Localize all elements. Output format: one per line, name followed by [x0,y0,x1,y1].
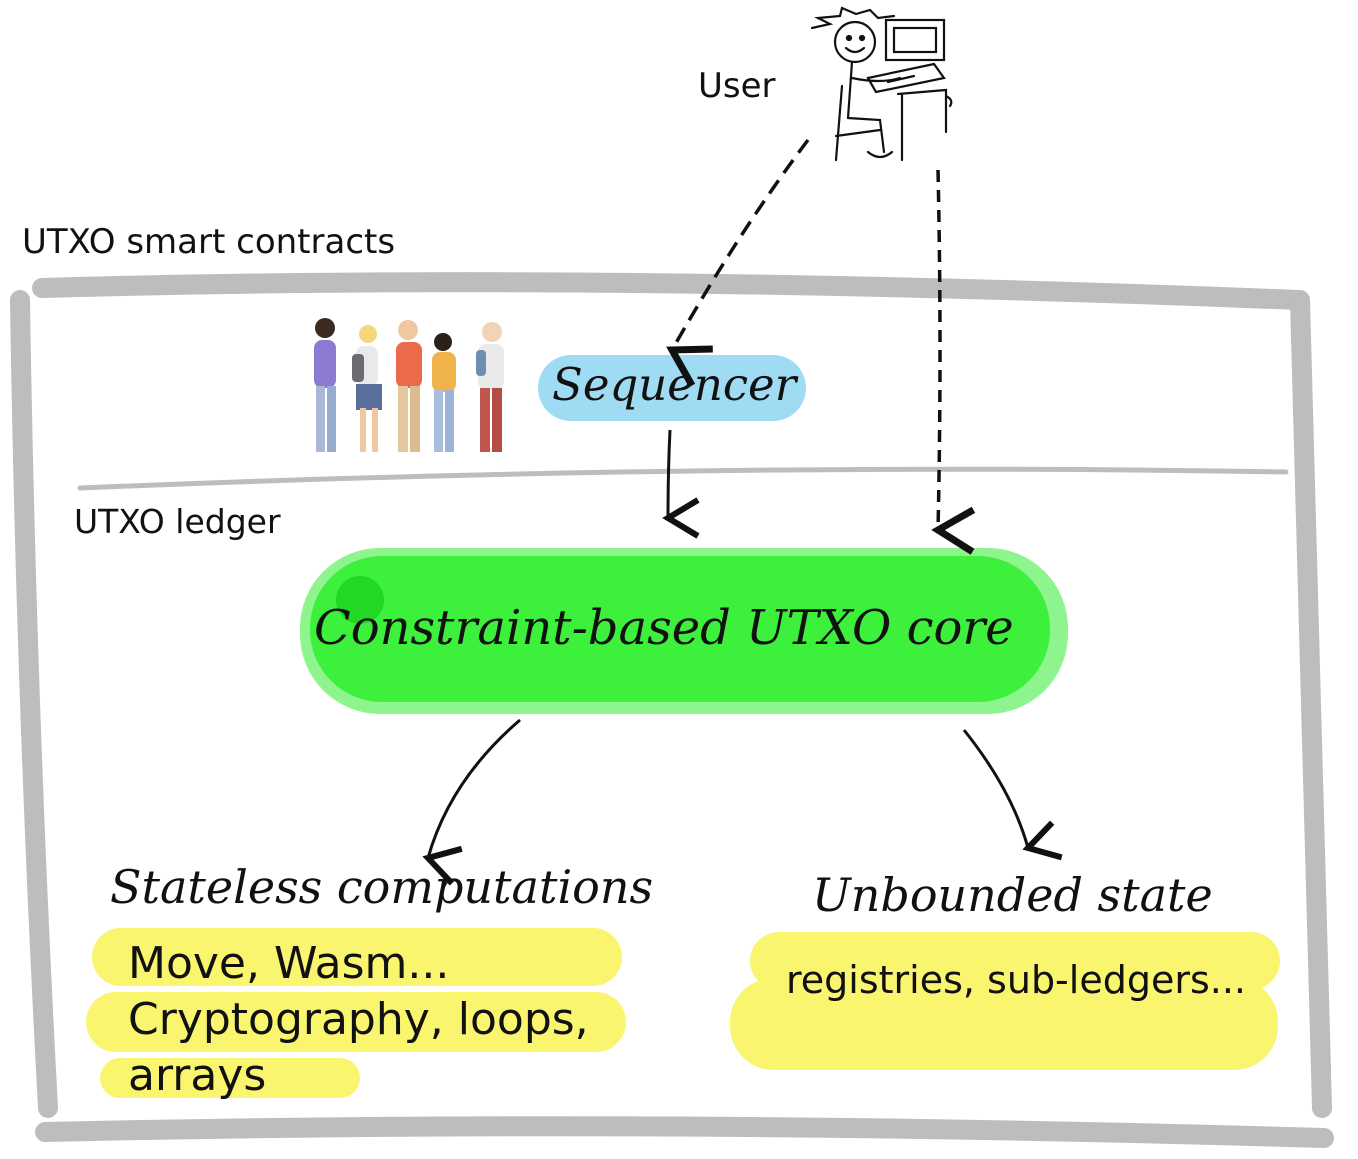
stateless-computations-title: Stateless computations [110,860,654,914]
people-queue-icon [314,318,504,452]
stateless-line-3: arrays [128,1050,267,1101]
sequencer-label: Sequencer [552,358,797,411]
ledger-divider [77,466,1289,491]
unbounded-highlight [730,932,1280,1070]
user-to-core-arrow [931,169,976,555]
sequencer-to-core-arrow [662,429,700,539]
sequencer-highlight [538,355,806,421]
stateless-line-2: Cryptography, loops, [128,994,589,1045]
core-label: Constraint-based UTXO core [314,600,1014,656]
utxo-ledger-label: UTXO ledger [74,502,281,541]
utxo-smart-contracts-label: UTXO smart contracts [22,222,396,262]
stateless-highlight [86,928,626,1098]
unbounded-state-body: registries, sub-ledgers... [786,958,1246,1002]
core-highlight [300,548,1068,714]
unbounded-state-title: Unbounded state [812,868,1213,922]
user-to-sequencer-arrow [666,138,810,388]
smart-contracts-frame [10,272,1334,1148]
stick-figure-at-computer-icon [810,6,953,162]
stateless-line-1: Move, Wasm... [128,938,450,989]
user-label: User [698,66,776,106]
core-to-stateless-arrow [422,718,521,886]
core-to-unbounded-arrow [962,729,1063,861]
